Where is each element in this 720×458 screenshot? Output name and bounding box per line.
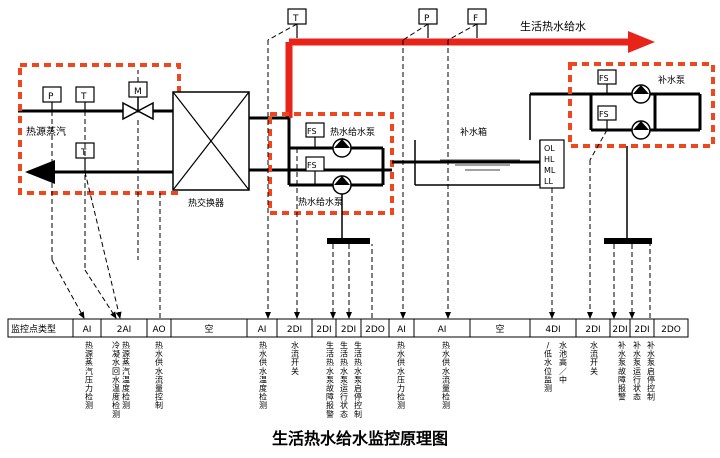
table-cell: 2DI: [316, 325, 331, 335]
table-cell: 2DI: [612, 325, 627, 335]
supply-pressure-sensor-label: P: [424, 14, 430, 24]
makeup-control-bar: [604, 146, 652, 244]
point-description: 水流开关: [590, 340, 598, 376]
monitor-point-table: [7, 318, 689, 338]
point-description: 水池高／中: [559, 340, 567, 384]
point-description: 热水供水流量检测: [442, 340, 450, 410]
table-cell: AI: [438, 325, 447, 335]
table-cell: 2DI: [634, 325, 649, 335]
level-ML: ML: [544, 166, 556, 175]
table-cell: 空: [204, 323, 213, 335]
pump-flow-switch-2-label: FS: [307, 161, 317, 170]
table-cell: 2AI: [117, 325, 132, 335]
steam-pressure-sensor-label: P: [48, 92, 54, 102]
level-sensor: [539, 139, 565, 189]
table-cell: 2DI: [341, 325, 356, 335]
pump-control-bar: [327, 194, 370, 244]
point-description: 生活热水泵启停控制: [354, 340, 362, 419]
makeup-tank: [392, 140, 541, 186]
steam-temp-sensor: [75, 86, 95, 111]
hot-water-pump-2: [332, 175, 352, 195]
makeup-pump-2: [631, 120, 651, 140]
steam-pressure-sensor: [42, 86, 62, 111]
table-cell: 2DI: [287, 325, 302, 335]
point-description: 冷凝水回水温度检测: [112, 340, 120, 419]
point-description: 热水供水压力检测: [397, 340, 405, 410]
pump-flow-switch-1-label: FS: [307, 127, 317, 136]
point-description: 水流开关: [291, 340, 299, 376]
makeup-pump-label: 补水泵: [658, 74, 685, 86]
hot-water-supply-label: 生活热水给水: [520, 19, 586, 33]
condensate-temp-sensor-label: T: [80, 148, 87, 158]
hot-water-pump-bottom-label: 热水给水泵: [298, 196, 343, 208]
table-cell: AO: [152, 325, 165, 335]
table-cell: AI: [397, 325, 406, 335]
makeup-pipes: [529, 92, 702, 140]
steam-pipes: [18, 109, 173, 184]
pump-flow-switch-1: [305, 122, 325, 148]
table-cell: 空: [495, 323, 504, 335]
pump-flow-switch-2: [305, 156, 325, 185]
table-cell: 2DO: [661, 325, 681, 335]
table-cell: AI: [258, 325, 267, 335]
point-description: /低水位监测: [544, 341, 552, 393]
table-cell: 4DI: [545, 325, 560, 335]
table-cell: 2DI: [585, 325, 600, 335]
hot-water-supply-pipe: [285, 31, 655, 118]
point-description: 热源蒸汽温度检测: [122, 340, 130, 410]
level-HL: HL: [544, 155, 555, 164]
table-cell: 2DO: [365, 325, 385, 335]
steam-temp-sensor-label: T: [80, 92, 87, 102]
makeup-pump-1: [631, 84, 651, 104]
heat-exchanger-label: 热交换器: [188, 197, 224, 209]
makeup-flow-switch-2-label: FS: [599, 110, 609, 119]
heat-exchanger: [172, 91, 250, 191]
point-description: 热水供水温度检测: [259, 340, 267, 410]
diagram-caption: 生活热水给水监控原理图: [271, 429, 448, 448]
point-description: 补水泵启停控制: [647, 340, 655, 402]
hot-water-pump-1: [332, 138, 352, 158]
supply-temp-sensor-label: T: [292, 14, 299, 24]
signal-lines: [51, 23, 651, 319]
level-OL: OL: [544, 144, 555, 153]
point-description: 热源蒸汽压力检测: [85, 340, 93, 410]
supply-flow-sensor-label: F: [473, 14, 478, 24]
table-cell: AI: [83, 325, 92, 335]
makeup-flow-switch-1-label: FS: [599, 74, 609, 83]
hot-water-pump-top-label: 热水给水泵: [330, 126, 375, 138]
level-LL: LL: [544, 177, 553, 186]
makeup-flow-switch-2: [597, 105, 617, 130]
motor-label: M: [134, 87, 142, 97]
point-description: 热水供水流量控制: [155, 340, 163, 410]
point-description: 补水泵故障报警: [618, 340, 626, 402]
point-description: 补水泵运行状态: [633, 340, 641, 402]
point-description: 生活热水泵运行状态: [340, 340, 348, 419]
makeup-tank-label: 补水箱: [460, 126, 487, 138]
table-header-label: 监控点类型: [11, 323, 56, 335]
heat-source-steam-label: 热源蒸汽: [26, 125, 66, 138]
makeup-monitor-zone: [568, 62, 715, 148]
makeup-flow-switch-1: [597, 69, 617, 94]
point-description: 生活热水泵故障报警: [326, 340, 334, 419]
